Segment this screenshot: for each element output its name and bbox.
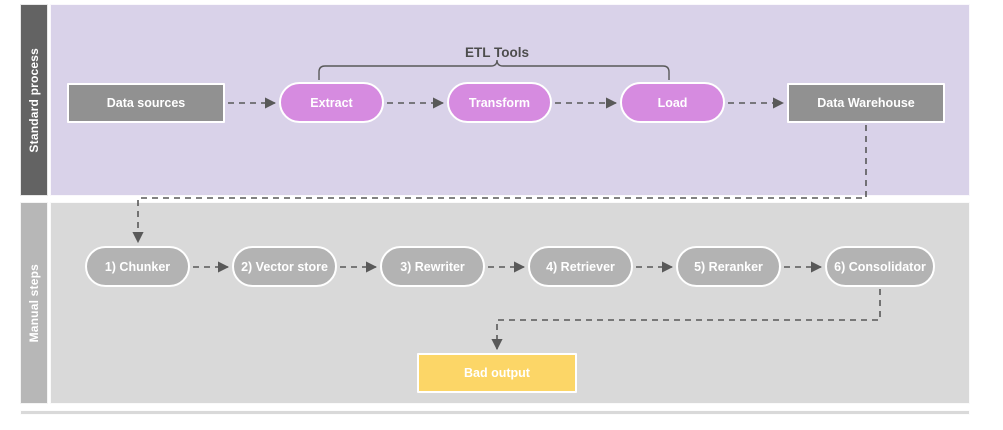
node-transform-label: Transform: [468, 95, 531, 110]
node-extract-label: Extract: [310, 95, 353, 110]
node-vector-store-label: 2) Vector store: [241, 259, 328, 274]
node-data-sources[interactable]: Data sources: [67, 83, 225, 123]
lane-label-standard-process-text: Standard process: [27, 47, 41, 153]
etl-tools-label: ETL Tools: [465, 45, 529, 60]
node-retriever-label: 4) Retriever: [546, 259, 615, 274]
node-bad-output-label: Bad output: [464, 366, 530, 380]
node-vector-store[interactable]: 2) Vector store: [232, 246, 337, 287]
node-rewriter-label: 3) Rewriter: [400, 259, 465, 274]
node-reranker-label: 5) Reranker: [694, 259, 763, 274]
node-extract[interactable]: Extract: [279, 82, 384, 123]
node-data-warehouse[interactable]: Data Warehouse: [787, 83, 945, 123]
node-retriever[interactable]: 4) Retriever: [528, 246, 633, 287]
node-load[interactable]: Load: [620, 82, 725, 123]
lane-label-manual-steps: Manual steps: [20, 202, 48, 404]
lane-label-manual-steps-text: Manual steps: [27, 263, 41, 343]
node-transform[interactable]: Transform: [447, 82, 552, 123]
node-chunker-label: 1) Chunker: [104, 259, 171, 274]
node-data-warehouse-label: Data Warehouse: [817, 96, 915, 110]
bottom-divider: [20, 410, 970, 415]
node-consolidator-label: 6) Consolidator: [834, 259, 926, 274]
node-load-label: Load: [657, 95, 688, 110]
node-reranker[interactable]: 5) Reranker: [676, 246, 781, 287]
node-bad-output[interactable]: Bad output: [417, 353, 577, 393]
lane-label-standard-process: Standard process: [20, 4, 48, 196]
node-rewriter[interactable]: 3) Rewriter: [380, 246, 485, 287]
node-consolidator[interactable]: 6) Consolidator: [825, 246, 935, 287]
node-chunker[interactable]: 1) Chunker: [85, 246, 190, 287]
node-data-sources-label: Data sources: [106, 96, 186, 110]
